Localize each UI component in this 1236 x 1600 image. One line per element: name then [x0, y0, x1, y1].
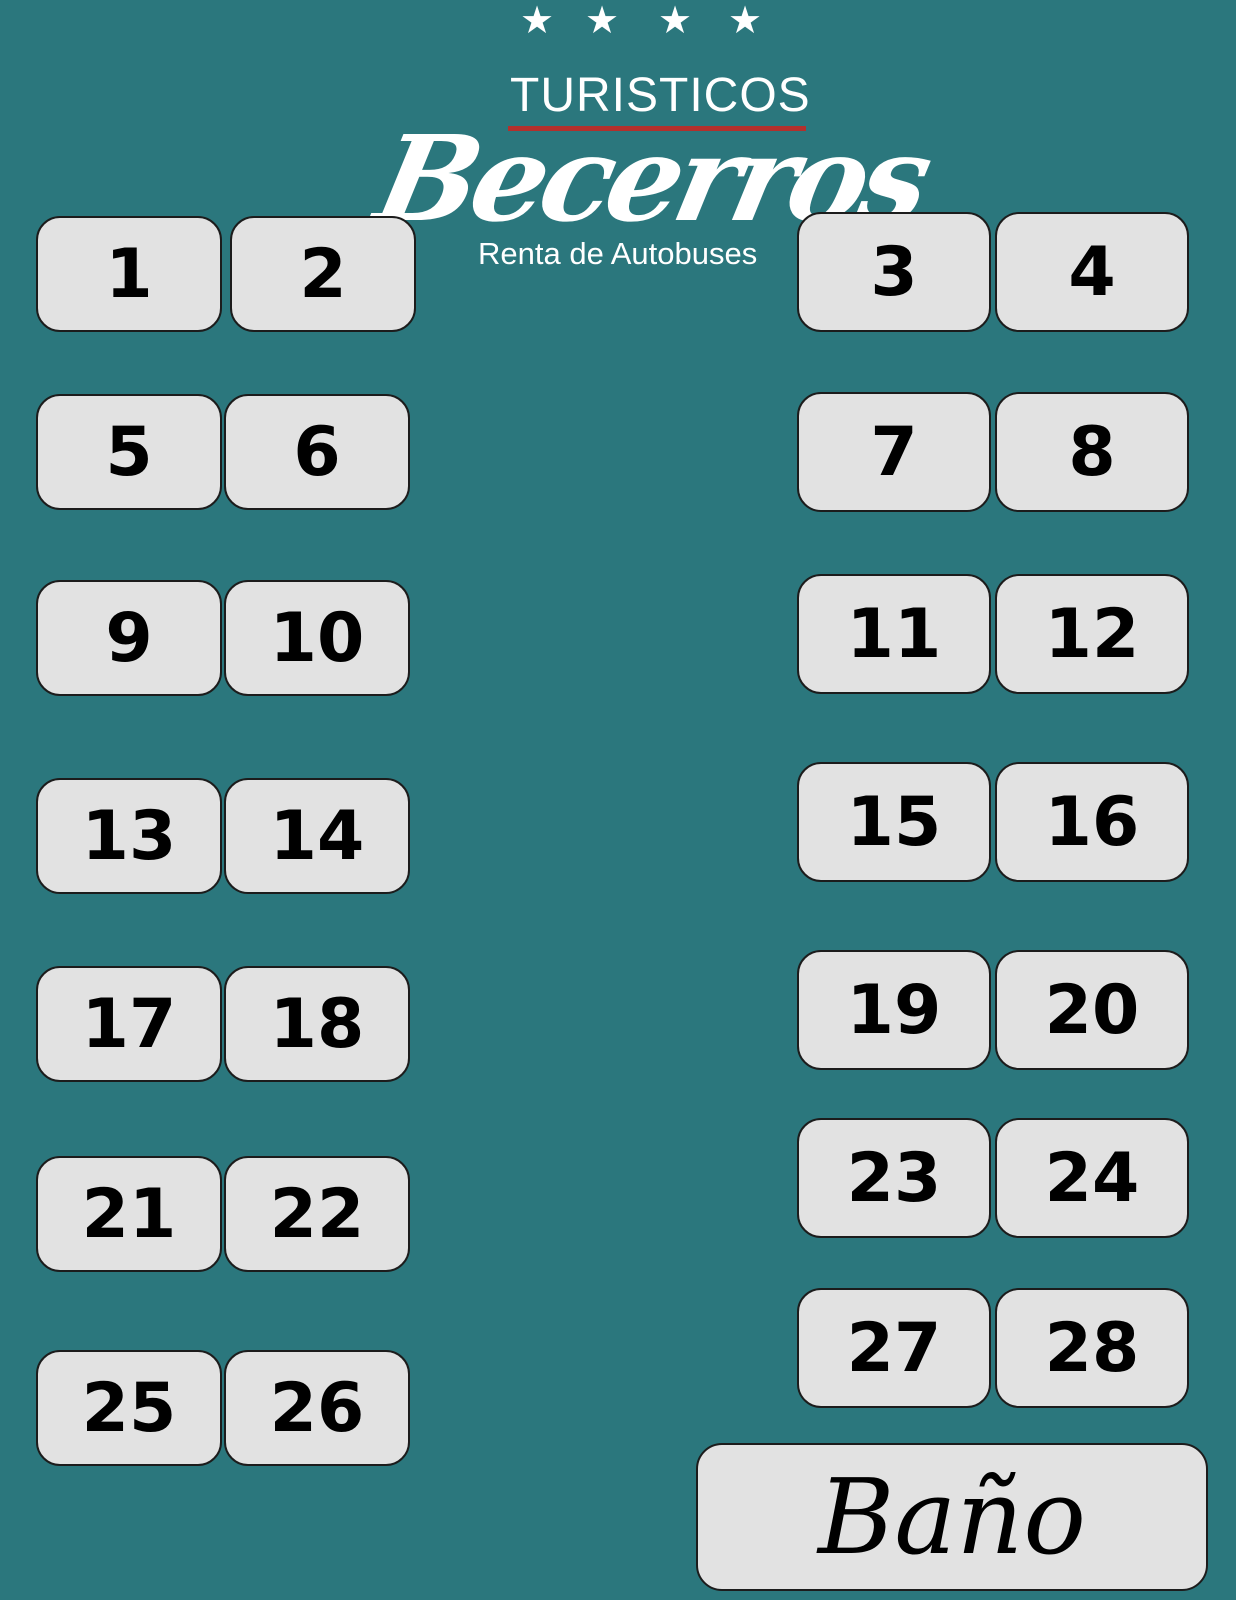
star-icon: ★ [585, 0, 620, 42]
seat-16[interactable]: 16 [995, 762, 1189, 882]
seat-27[interactable]: 27 [797, 1288, 991, 1408]
star-icon: ★ [658, 0, 693, 42]
bathroom-button[interactable]: Baño [696, 1443, 1208, 1591]
seat-7[interactable]: 7 [797, 392, 991, 512]
seat-8[interactable]: 8 [995, 392, 1189, 512]
seat-12[interactable]: 12 [995, 574, 1189, 694]
company-logo: TURISTICOS Becerros Renta de Autobuses [365, 60, 938, 290]
seat-11[interactable]: 11 [797, 574, 991, 694]
seat-20[interactable]: 20 [995, 950, 1189, 1070]
seat-24[interactable]: 24 [995, 1118, 1189, 1238]
star-icon: ★ [728, 0, 763, 42]
seat-6[interactable]: 6 [224, 394, 410, 510]
seat-2[interactable]: 2 [230, 216, 416, 332]
star-icon: ★ [520, 0, 555, 42]
seat-9[interactable]: 9 [36, 580, 222, 696]
brand-subtitle: Renta de Autobuses [478, 236, 758, 271]
brand-underline [508, 126, 806, 131]
seat-3[interactable]: 3 [797, 212, 991, 332]
seat-19[interactable]: 19 [797, 950, 991, 1070]
seat-18[interactable]: 18 [224, 966, 410, 1082]
brand-tagline-top: TURISTICOS [510, 69, 811, 122]
seat-21[interactable]: 21 [36, 1156, 222, 1272]
seat-28[interactable]: 28 [995, 1288, 1189, 1408]
seat-26[interactable]: 26 [224, 1350, 410, 1466]
seat-25[interactable]: 25 [36, 1350, 222, 1466]
seat-15[interactable]: 15 [797, 762, 991, 882]
rating-stars: ★ ★ ★ ★ [510, 0, 780, 40]
seat-22[interactable]: 22 [224, 1156, 410, 1272]
seat-5[interactable]: 5 [36, 394, 222, 510]
seat-23[interactable]: 23 [797, 1118, 991, 1238]
seat-17[interactable]: 17 [36, 966, 222, 1082]
seat-1[interactable]: 1 [36, 216, 222, 332]
seat-13[interactable]: 13 [36, 778, 222, 894]
seat-14[interactable]: 14 [224, 778, 410, 894]
seat-4[interactable]: 4 [995, 212, 1189, 332]
seat-10[interactable]: 10 [224, 580, 410, 696]
